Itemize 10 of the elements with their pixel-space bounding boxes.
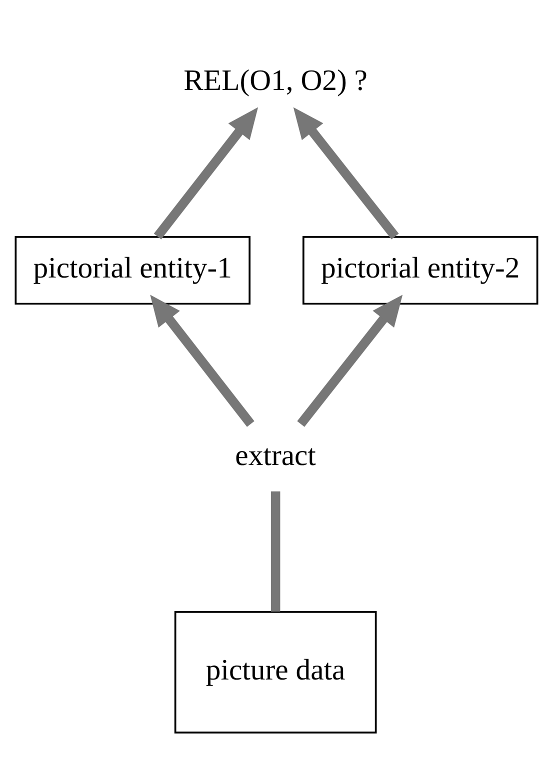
node-box: pictorial entity-1 [14, 236, 250, 304]
node-text: extract [235, 439, 316, 472]
node-box: pictorial entity-2 [302, 236, 538, 304]
connector [270, 490, 280, 612]
node-box: picture data [174, 610, 377, 733]
arrow [297, 294, 403, 426]
arrow [293, 106, 399, 239]
arrow [154, 106, 258, 239]
arrow [150, 294, 254, 426]
node-text: REL(O1, O2) ? [184, 64, 368, 96]
